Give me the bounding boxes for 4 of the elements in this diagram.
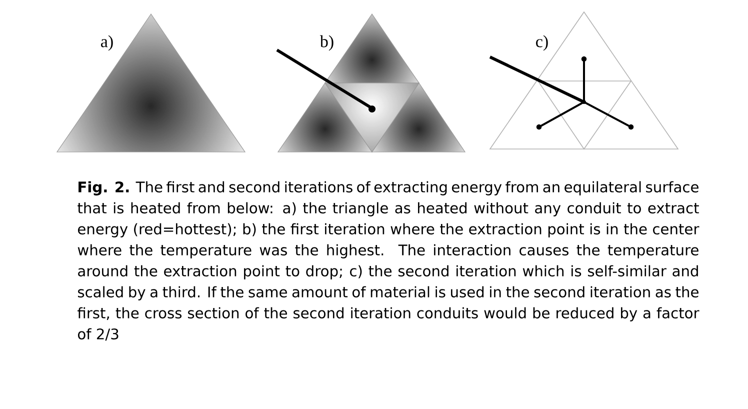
figure-caption: Fig. 2. The first and second iterations of extracting energy from an equilateral surface that is heated from below: a) the triangle as heated without any conduit to extract energy (red=hottest); b) the first iteration where the extraction point is in the center where the temperature was the highest. The interaction causes the temperature around the extraction point to drop; c) the second iteration which is self-similar and scaled by a third. If the same amount of material is used in the second iteration as the first, the cross section of the second iteration conduits would be reduced by a factor of 2/3 bbox=[78, 181, 700, 341]
panel-label: a) bbox=[101, 35, 113, 51]
panel-label: b) bbox=[320, 35, 334, 51]
panel-label: c) bbox=[536, 35, 548, 51]
